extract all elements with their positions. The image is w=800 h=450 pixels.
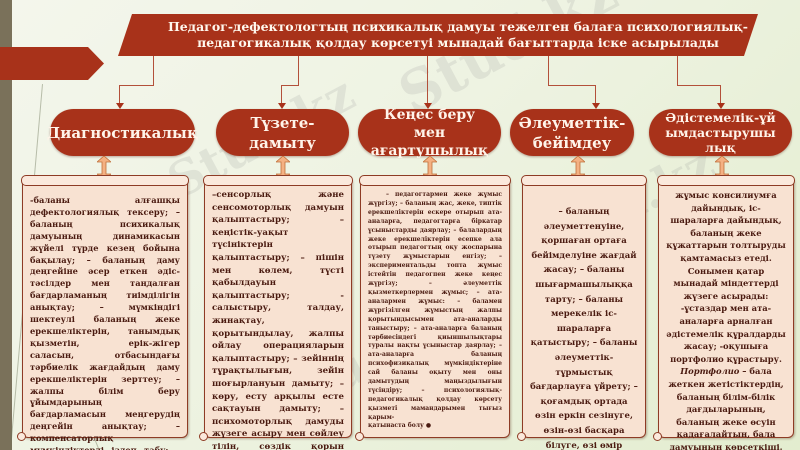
scroll-curl-icon — [517, 432, 526, 441]
portfolio-term: Портфолио — [680, 366, 740, 377]
connector-methodical — [677, 56, 721, 86]
direction-label: Әлеуметтік-бейімдеу — [518, 113, 626, 152]
direction-description: -баланы алғашқы дефектологиялық тексеру;… — [30, 195, 180, 450]
bullet-dot-icon: ● — [425, 422, 432, 429]
methodical-main-text: жұмыс консилиумға дайындық, іс-шараларға… — [666, 190, 786, 364]
double-arrow-icon — [715, 156, 729, 180]
tail-text: қатынаста болу — [368, 422, 424, 429]
arrowhead-icon — [424, 103, 432, 109]
connector-correction-down — [281, 85, 282, 105]
direction-pill-social: Әлеуметтік-бейімдеу — [510, 109, 634, 156]
direction-label: Диагностикалық — [46, 123, 199, 142]
scroll-panel-correction: –сенсорлық және сенсомоторлық дамуын қал… — [199, 175, 353, 450]
scroll-panel-methodical: жұмыс консилиумға дайындық, іс-шараларға… — [653, 175, 795, 450]
double-arrow-icon — [276, 156, 290, 180]
side-arrow-shape — [0, 47, 104, 80]
double-arrow-icon — [423, 156, 437, 180]
scroll-panel-social: – баланың әлеуметтенуіне, қоршаған ортағ… — [517, 175, 647, 450]
direction-label: Әдістемелік-ұйымдастырушылық — [665, 110, 776, 155]
connector-methodical-down — [720, 85, 721, 105]
title-banner: Педагог-дефектологтың психикалық дамуы т… — [118, 14, 758, 56]
direction-description: жұмыс консилиумға дайындық, іс-шараларға… — [666, 189, 786, 450]
direction-pill-diagnostic: Диагностикалық — [46, 109, 199, 156]
direction-pill-correction: Түзете-дамыту — [216, 109, 349, 156]
direction-pill-counseling: Кеңес беру мен ағартушылық — [358, 107, 501, 159]
portfolio-definition: – бала жеткен жетістіктердің, баланың бі… — [668, 366, 784, 450]
connector-diagnostic-down — [119, 85, 120, 105]
scroll-panel-counseling: – педагогтармен жеке жұмыс жүргізу; – ба… — [355, 175, 511, 441]
direction-pill-methodical: Әдістемелік-ұйымдастырушылық — [649, 109, 792, 156]
connector-correction — [281, 56, 299, 86]
direction-description: –сенсорлық және сенсомоторлық дамуын қал… — [212, 190, 344, 450]
direction-description-tail: қатынаста болу ● — [368, 421, 502, 430]
connector-social — [548, 56, 596, 86]
scroll-curl-icon — [17, 432, 26, 441]
direction-label: Кеңес беру мен ағартушылық — [370, 106, 489, 159]
arrowhead-icon — [717, 103, 725, 109]
arrowhead-icon — [116, 103, 124, 109]
direction-description: – педагогтармен жеке жұмыс жүргізу; – ба… — [368, 191, 502, 421]
connector-diagnostic — [120, 56, 154, 86]
scroll-curl-icon — [355, 432, 364, 441]
title-line-2: педагогикалық қолдау көрсетуі мынадай ба… — [197, 35, 719, 50]
scroll-curl-icon — [653, 432, 662, 441]
connector-social-down — [595, 85, 596, 105]
title-line-1: Педагог-дефектологтың психикалық дамуы т… — [167, 19, 748, 34]
left-decorative-strip — [0, 0, 12, 450]
scroll-curl-icon — [199, 432, 208, 441]
double-arrow-icon — [571, 156, 585, 180]
arrowhead-icon — [278, 103, 286, 109]
arrowhead-icon — [592, 103, 600, 109]
double-arrow-icon — [97, 156, 111, 180]
scroll-panel-diagnostic: -баланы алғашқы дефектологиялық тексеру;… — [17, 175, 189, 450]
direction-label: Түзете-дамыту — [249, 113, 316, 152]
connector-counseling — [427, 56, 428, 105]
direction-description: – баланың әлеуметтенуіне, қоршаған ортағ… — [530, 207, 638, 450]
